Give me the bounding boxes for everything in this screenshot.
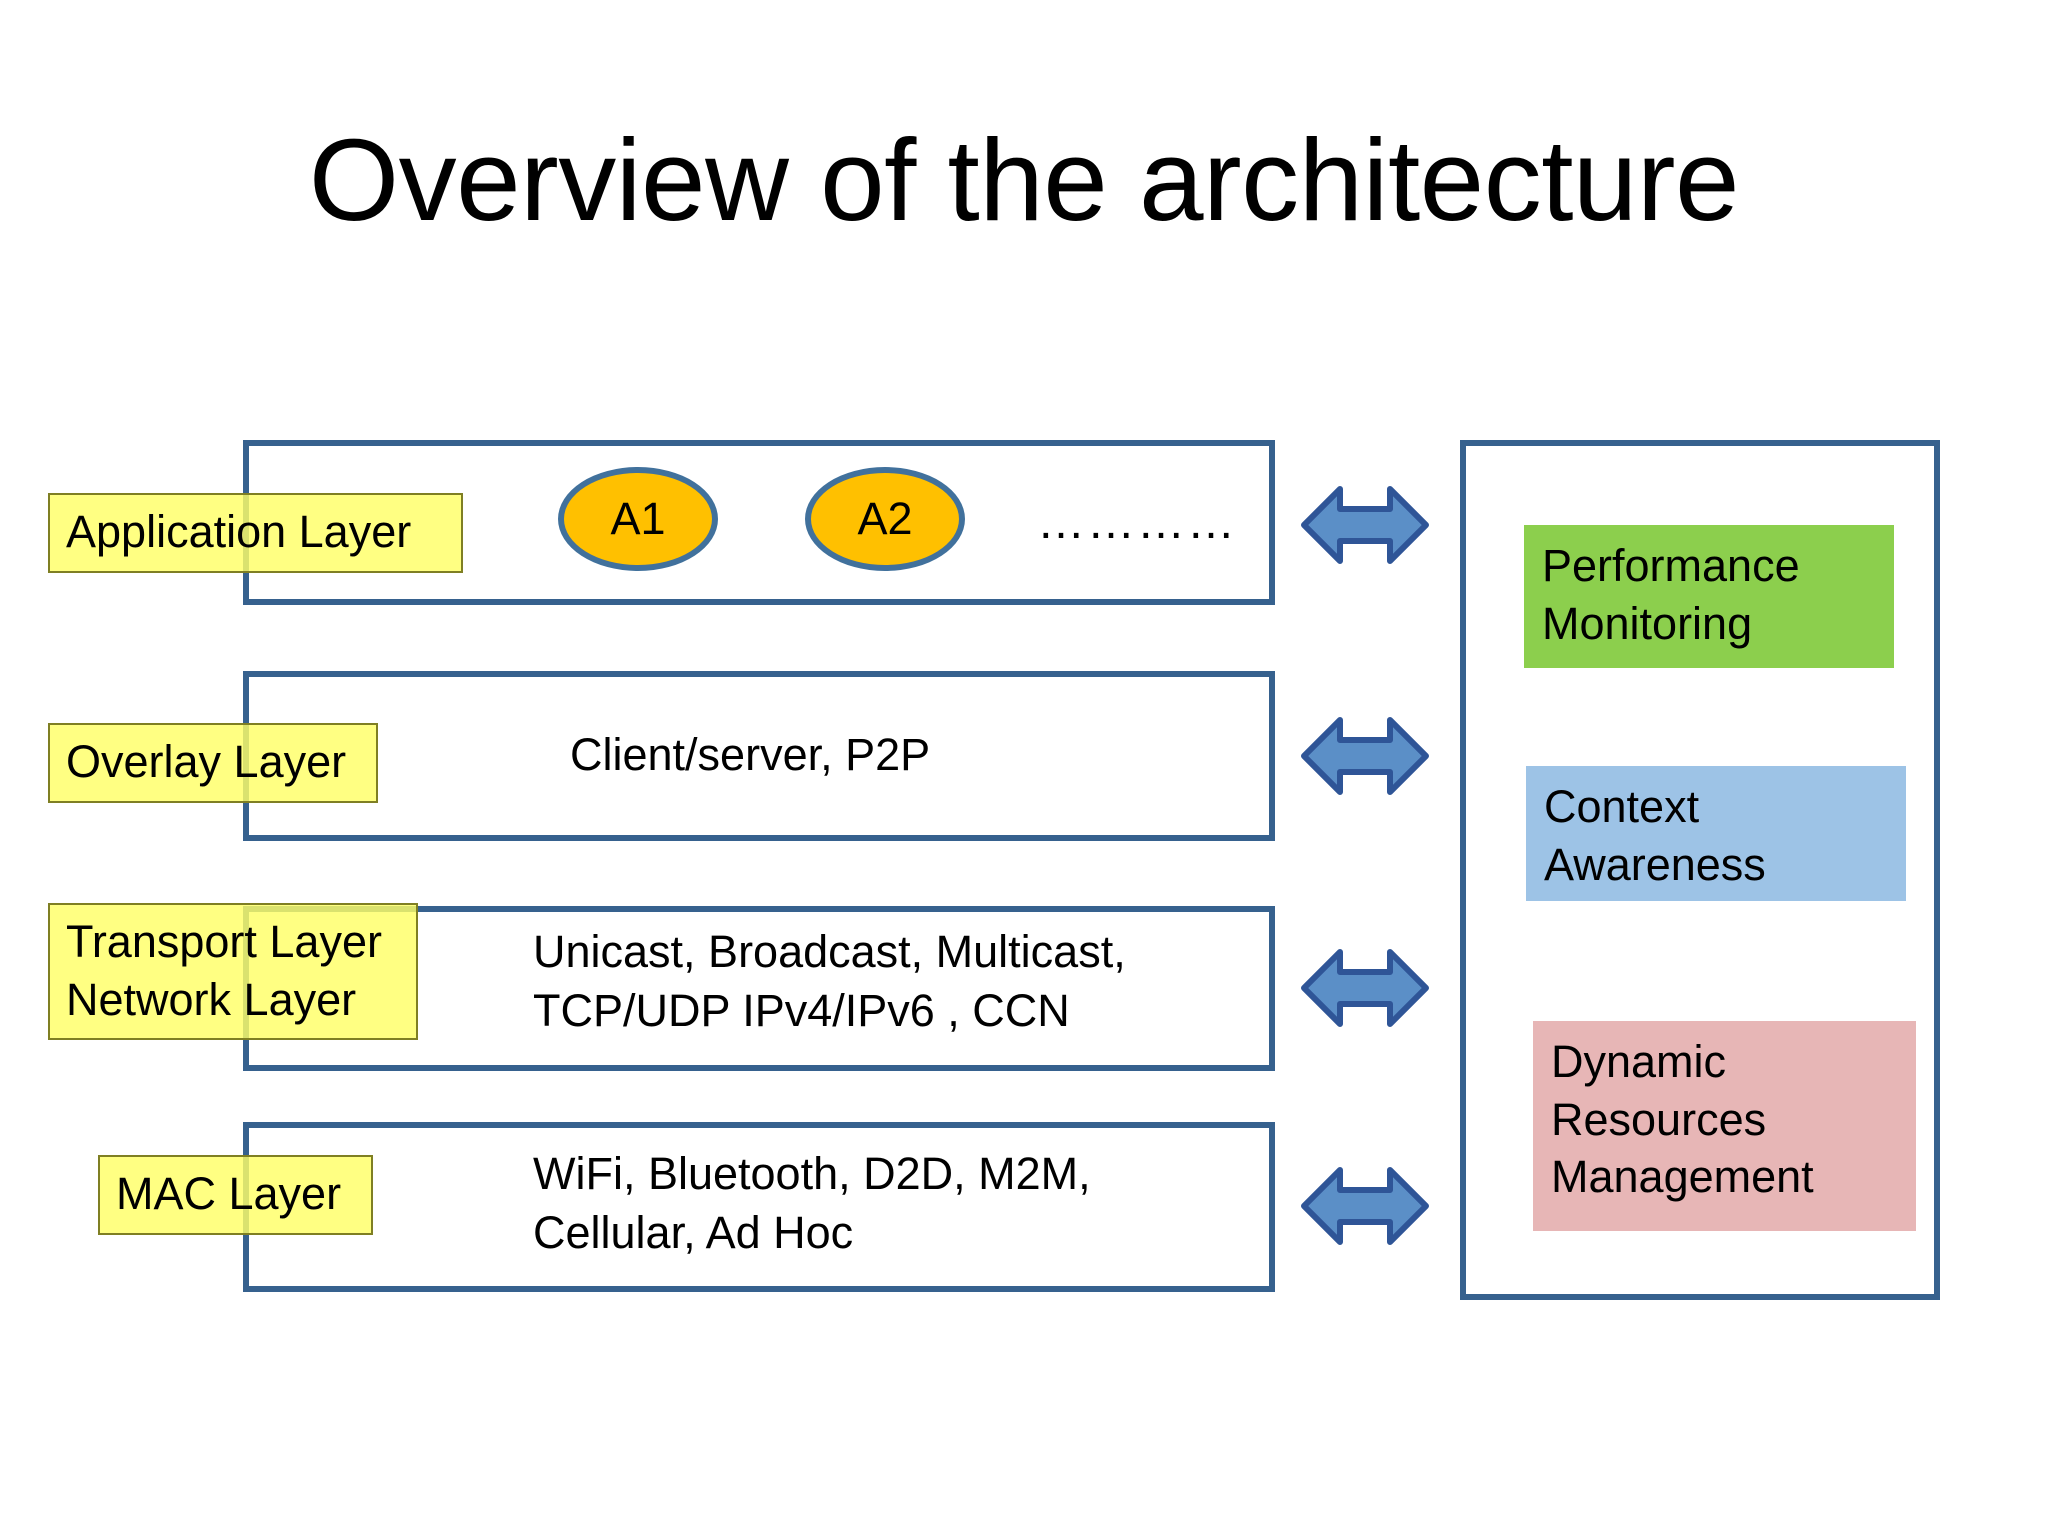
app-nodes-ellipsis: ………… <box>1037 496 1237 549</box>
feature-box-performance-monitoring[interactable]: Performance Monitoring <box>1524 525 1894 668</box>
layer-tag-transport-network: Transport Layer Network Layer <box>48 903 418 1041</box>
layer-container-overlay <box>243 671 1275 841</box>
double-arrow-icon-application <box>1300 479 1430 571</box>
double-arrow-icon-transport-network <box>1300 942 1430 1034</box>
page-title: Overview of the architecture <box>308 115 1740 245</box>
app-node-a2[interactable]: A2 <box>805 467 965 571</box>
layer-tag-application: Application Layer <box>48 493 463 573</box>
feature-box-dynamic-resources-management[interactable]: Dynamic Resources Management <box>1533 1021 1916 1231</box>
feature-box-context-awareness[interactable]: Context Awareness <box>1526 766 1906 901</box>
app-node-a1-label: A1 <box>610 493 666 544</box>
layer-container-mac <box>243 1122 1275 1292</box>
cross-layer-services-panel: Performance Monitoring Context Awareness… <box>1460 440 1940 1300</box>
layer-content-overlay: Client/server, P2P <box>570 729 931 780</box>
layer-tag-overlay: Overlay Layer <box>48 723 378 803</box>
layer-content-transport-network: Unicast, Broadcast, Multicast, TCP/UDP I… <box>533 926 1126 1036</box>
layer-content-mac: WiFi, Bluetooth, D2D, M2M, Cellular, Ad … <box>533 1148 1091 1258</box>
app-node-a1[interactable]: A1 <box>558 467 718 571</box>
layer-tag-mac: MAC Layer <box>98 1155 373 1235</box>
double-arrow-icon-mac <box>1300 1160 1430 1252</box>
double-arrow-icon-overlay <box>1300 710 1430 802</box>
app-node-a2-label: A2 <box>857 493 913 544</box>
